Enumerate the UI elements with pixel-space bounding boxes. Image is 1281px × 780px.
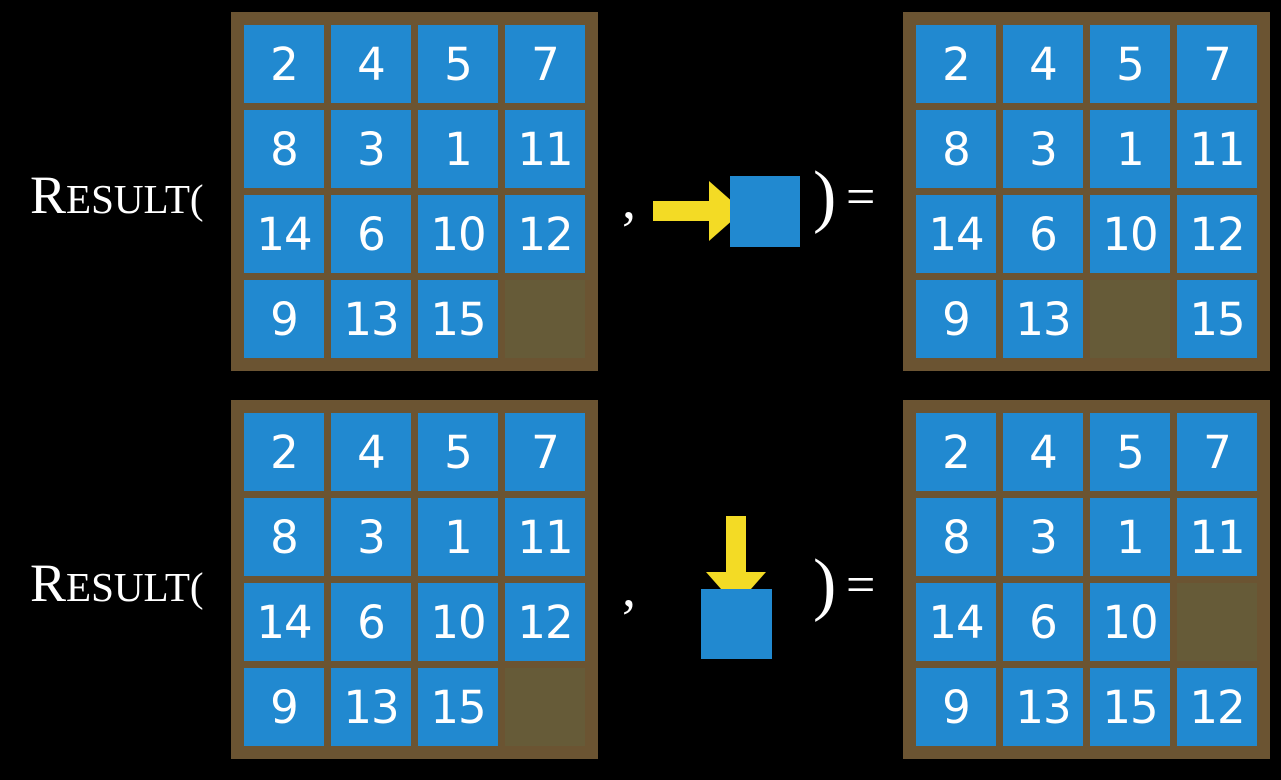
output-board-row1[interactable]: 2 4 5 7 8 3 1 11 14 6 10 12 9 13 15 [903, 12, 1270, 371]
result-label-initial: R [30, 165, 67, 225]
result-label-row1: RESULT( [30, 168, 204, 222]
tile[interactable]: 7 [1177, 25, 1257, 103]
result-label-rest: ESULT( [66, 564, 204, 610]
tile[interactable]: 5 [418, 25, 498, 103]
tile[interactable]: 1 [1090, 110, 1170, 188]
tile[interactable]: 9 [244, 668, 324, 746]
tile[interactable]: 1 [418, 498, 498, 576]
equals-sign-row2: = [846, 557, 876, 614]
arrow-right-icon-row1 [653, 181, 743, 241]
result-label-rest: ESULT( [66, 176, 204, 222]
tile[interactable]: 8 [244, 498, 324, 576]
tile[interactable]: 13 [1003, 280, 1083, 358]
board-grid: 2 4 5 7 8 3 1 11 14 6 10 12 9 13 15 [244, 25, 585, 358]
tile[interactable]: 4 [331, 25, 411, 103]
blank-cell [505, 668, 585, 746]
tile[interactable]: 15 [1177, 280, 1257, 358]
tile[interactable]: 7 [505, 25, 585, 103]
tile[interactable]: 2 [916, 413, 996, 491]
output-board-row2[interactable]: 2 4 5 7 8 3 1 11 14 6 10 9 13 15 12 [903, 400, 1270, 759]
tile[interactable]: 9 [916, 280, 996, 358]
tile[interactable]: 7 [1177, 413, 1257, 491]
tile[interactable]: 15 [418, 668, 498, 746]
tile[interactable]: 15 [1090, 668, 1170, 746]
tile[interactable]: 12 [1177, 195, 1257, 273]
argument-separator-row2: , [622, 557, 636, 619]
equals-sign-row1: = [846, 169, 876, 226]
tile[interactable]: 12 [505, 583, 585, 661]
blank-cell [1177, 583, 1257, 661]
action-tile-square-row2[interactable] [701, 589, 772, 659]
tile[interactable]: 3 [331, 110, 411, 188]
tile[interactable]: 2 [244, 25, 324, 103]
tile[interactable]: 10 [1090, 195, 1170, 273]
tile[interactable]: 3 [1003, 498, 1083, 576]
tile[interactable]: 8 [916, 498, 996, 576]
tile[interactable]: 1 [1090, 498, 1170, 576]
tile[interactable]: 5 [1090, 413, 1170, 491]
action-tile-square-row1[interactable] [730, 176, 800, 247]
blank-cell [1090, 280, 1170, 358]
tile[interactable]: 4 [1003, 413, 1083, 491]
tile[interactable]: 10 [1090, 583, 1170, 661]
tile[interactable]: 11 [505, 498, 585, 576]
tile[interactable]: 11 [1177, 498, 1257, 576]
tile[interactable]: 13 [1003, 668, 1083, 746]
input-board-row2[interactable]: 2 4 5 7 8 3 1 11 14 6 10 12 9 13 15 [231, 400, 598, 759]
tile[interactable]: 4 [1003, 25, 1083, 103]
tile[interactable]: 6 [331, 195, 411, 273]
tile[interactable]: 9 [916, 668, 996, 746]
tile[interactable]: 13 [331, 280, 411, 358]
result-label-initial: R [30, 553, 67, 613]
tile[interactable]: 8 [916, 110, 996, 188]
tile[interactable]: 10 [418, 583, 498, 661]
tile[interactable]: 14 [244, 195, 324, 273]
tile[interactable]: 6 [1003, 583, 1083, 661]
tile[interactable]: 5 [418, 413, 498, 491]
tile[interactable]: 5 [1090, 25, 1170, 103]
tile[interactable]: 6 [331, 583, 411, 661]
board-grid: 2 4 5 7 8 3 1 11 14 6 10 12 9 13 15 [244, 413, 585, 746]
tile[interactable]: 2 [916, 25, 996, 103]
tile[interactable]: 3 [331, 498, 411, 576]
result-label-row2: RESULT( [30, 556, 204, 610]
board-grid: 2 4 5 7 8 3 1 11 14 6 10 12 9 13 15 [916, 25, 1257, 358]
tile[interactable]: 11 [1177, 110, 1257, 188]
tile[interactable]: 13 [331, 668, 411, 746]
tile[interactable]: 1 [418, 110, 498, 188]
tile[interactable]: 9 [244, 280, 324, 358]
tile[interactable]: 14 [244, 583, 324, 661]
board-grid: 2 4 5 7 8 3 1 11 14 6 10 9 13 15 12 [916, 413, 1257, 746]
tile[interactable]: 3 [1003, 110, 1083, 188]
tile[interactable]: 12 [505, 195, 585, 273]
input-board-row1[interactable]: 2 4 5 7 8 3 1 11 14 6 10 12 9 13 15 [231, 12, 598, 371]
arrow-down-icon-row2 [706, 516, 766, 606]
tile[interactable]: 14 [916, 195, 996, 273]
tile[interactable]: 2 [244, 413, 324, 491]
blank-cell [505, 280, 585, 358]
tile[interactable]: 11 [505, 110, 585, 188]
tile[interactable]: 15 [418, 280, 498, 358]
tile[interactable]: 10 [418, 195, 498, 273]
tile[interactable]: 14 [916, 583, 996, 661]
close-paren-row1: ) [813, 158, 837, 235]
close-paren-row2: ) [813, 546, 837, 623]
argument-separator-row1: , [622, 169, 636, 231]
tile[interactable]: 8 [244, 110, 324, 188]
tile[interactable]: 6 [1003, 195, 1083, 273]
tile[interactable]: 7 [505, 413, 585, 491]
tile[interactable]: 12 [1177, 668, 1257, 746]
tile[interactable]: 4 [331, 413, 411, 491]
